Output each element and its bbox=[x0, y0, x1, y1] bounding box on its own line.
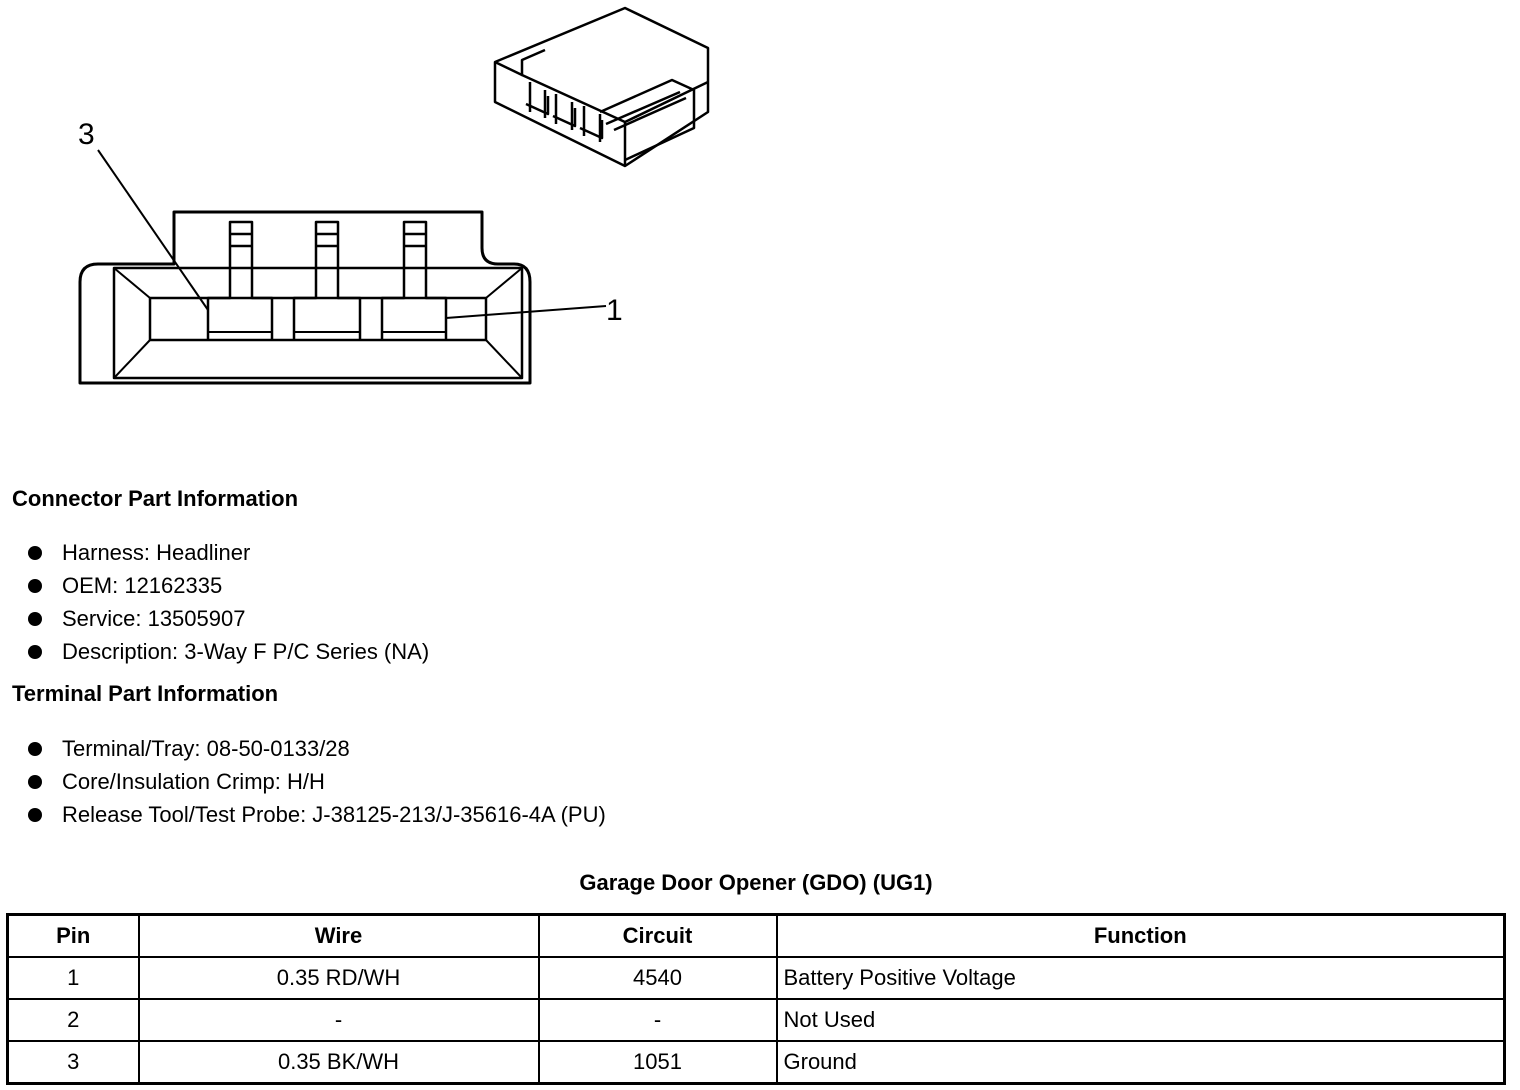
pin-table: Pin Wire Circuit Function 1 0.35 RD/WH 4… bbox=[6, 913, 1506, 1085]
bullet-icon bbox=[28, 578, 42, 593]
callout-label-1: 1 bbox=[606, 294, 623, 327]
list-item: Description: 3-Way F P/C Series (NA) bbox=[28, 635, 429, 668]
bullet-icon bbox=[28, 644, 42, 659]
leader-line-pin-1 bbox=[445, 305, 607, 319]
list-item-text: OEM: 12162335 bbox=[62, 573, 223, 598]
bullet-icon bbox=[28, 774, 42, 789]
list-item: Service: 13505907 bbox=[28, 602, 429, 635]
list-item-text: Service: 13505907 bbox=[62, 606, 246, 631]
cell-wire: 0.35 RD/WH bbox=[137, 956, 540, 1000]
list-item-text: Core/Insulation Crimp: H/H bbox=[62, 769, 325, 794]
column-header-pin: Pin bbox=[6, 913, 140, 958]
list-item: Terminal/Tray: 08-50-0133/28 bbox=[28, 732, 606, 765]
column-header-function: Function bbox=[775, 913, 1506, 958]
connector-diagram: 3 1 bbox=[78, 6, 710, 385]
table-header-row: Pin Wire Circuit Function bbox=[6, 913, 1506, 958]
connector-info-heading: Connector Part Information bbox=[12, 486, 299, 511]
terminal-pin-3 bbox=[206, 220, 274, 340]
connector-face-view bbox=[78, 149, 607, 385]
terminal-info-heading: Terminal Part Information bbox=[12, 681, 279, 706]
table-title: Garage Door Opener (GDO) (UG1) bbox=[579, 870, 933, 895]
callout-label-3: 3 bbox=[78, 118, 95, 151]
list-item-text: Terminal/Tray: 08-50-0133/28 bbox=[62, 736, 350, 761]
cell-pin: 1 bbox=[6, 956, 140, 1000]
terminal-pin-2 bbox=[292, 220, 362, 340]
cell-circuit: 1051 bbox=[537, 1040, 778, 1085]
cell-circuit: 4540 bbox=[537, 956, 778, 1000]
table-row: 1 0.35 RD/WH 4540 Battery Positive Volta… bbox=[6, 956, 1506, 1000]
list-item: OEM: 12162335 bbox=[28, 569, 429, 602]
cell-pin: 2 bbox=[6, 998, 140, 1042]
terminal-info-list: Terminal/Tray: 08-50-0133/28 Core/Insula… bbox=[28, 732, 606, 831]
connector-info-list: Harness: Headliner OEM: 12162335 Service… bbox=[28, 536, 429, 668]
connector-isometric-view bbox=[493, 6, 710, 168]
column-header-circuit: Circuit bbox=[537, 913, 778, 958]
list-item: Release Tool/Test Probe: J-38125-213/J-3… bbox=[28, 798, 606, 831]
terminal-pin-1 bbox=[380, 220, 448, 340]
bullet-icon bbox=[28, 545, 42, 560]
table-row: 2 - - Not Used bbox=[6, 998, 1506, 1042]
cell-function: Not Used bbox=[775, 998, 1506, 1042]
list-item: Harness: Headliner bbox=[28, 536, 429, 569]
cell-function: Battery Positive Voltage bbox=[775, 956, 1506, 1000]
list-item: Core/Insulation Crimp: H/H bbox=[28, 765, 606, 798]
list-item-text: Release Tool/Test Probe: J-38125-213/J-3… bbox=[62, 802, 606, 827]
list-item-text: Harness: Headliner bbox=[62, 540, 251, 565]
column-header-wire: Wire bbox=[137, 913, 540, 958]
cell-pin: 3 bbox=[6, 1040, 140, 1085]
list-item-text: Description: 3-Way F P/C Series (NA) bbox=[62, 639, 430, 664]
bullet-icon bbox=[28, 741, 42, 756]
cell-circuit: - bbox=[537, 998, 778, 1042]
bullet-icon bbox=[28, 611, 42, 626]
table-row: 3 0.35 BK/WH 1051 Ground bbox=[6, 1040, 1506, 1085]
leader-line-pin-3 bbox=[97, 149, 209, 311]
cell-function: Ground bbox=[775, 1040, 1506, 1085]
cell-wire: 0.35 BK/WH bbox=[137, 1040, 540, 1085]
cell-wire: - bbox=[137, 998, 540, 1042]
bullet-icon bbox=[28, 807, 42, 822]
